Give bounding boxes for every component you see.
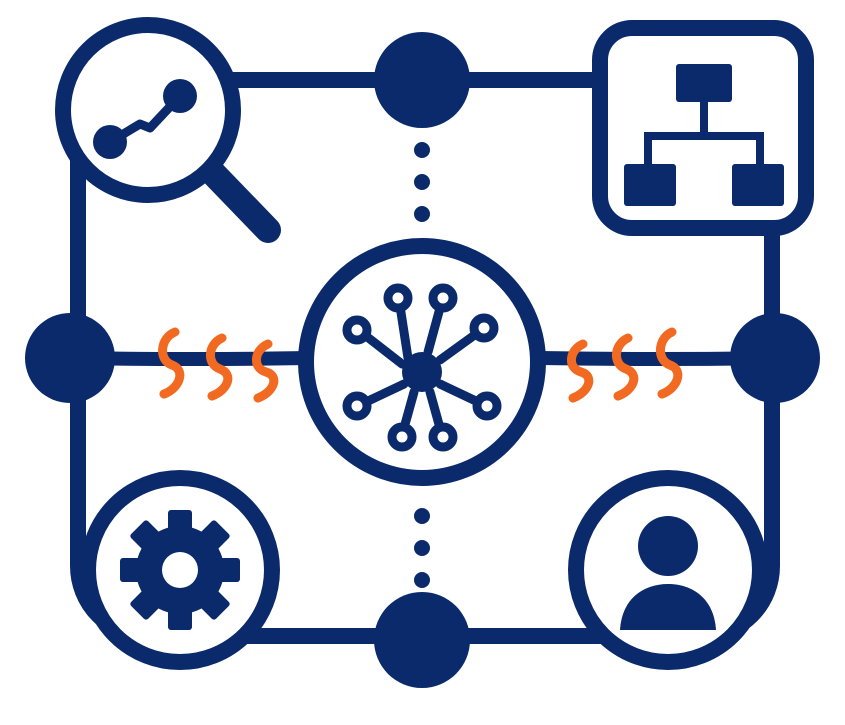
search-connection-icon	[55, 17, 281, 243]
gear-icon	[80, 470, 280, 670]
dotted-connector-bottom	[414, 508, 430, 588]
left-coils	[158, 327, 279, 403]
bottom-node	[374, 592, 470, 688]
right-coils	[567, 327, 683, 403]
top-node	[374, 32, 470, 128]
left-node	[25, 313, 115, 403]
dotted-connector-top	[414, 142, 430, 222]
hierarchy-icon	[592, 20, 814, 236]
user-icon	[568, 470, 768, 670]
network-hub-icon	[298, 238, 546, 486]
right-node	[730, 313, 820, 403]
